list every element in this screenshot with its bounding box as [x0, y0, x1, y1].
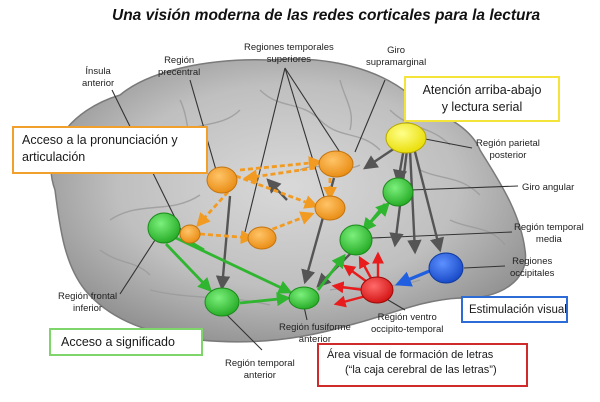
box-meaning-text: Acceso a significado: [61, 335, 175, 349]
nodes: [147, 122, 464, 317]
label-frontal-inf-line2: inferior: [73, 302, 103, 314]
label-temporal-ant-line2: anterior: [243, 369, 276, 381]
label-fusiform: Región fusiforme anterior: [279, 322, 351, 345]
visual-input-arrow: [395, 268, 433, 287]
label-precentral: Región precentral: [158, 55, 200, 78]
node-temporal-sup-2: [247, 226, 277, 250]
label-occipital: Regiones occipitales: [510, 256, 554, 279]
label-temporal-sup: Regiones temporales superiores: [244, 42, 334, 65]
node-supramarginal-orange: [318, 150, 354, 178]
node-fusiform: [288, 286, 320, 310]
node-precentral: [206, 166, 238, 194]
label-parietal-line1: Región parietal: [476, 138, 540, 149]
label-temporal-ant-line1: Región temporal: [225, 358, 295, 369]
box-attention-line2: y lectura serial: [441, 100, 523, 114]
phonology-arrows: [196, 156, 337, 245]
label-ventral-line2: occipito-temporal: [371, 323, 444, 335]
node-parietal: [385, 122, 427, 154]
box-attention: Atención arriba-abajo y lectura serial: [404, 76, 560, 122]
label-insula-line1: Ínsula: [85, 66, 111, 77]
label-precentral-line2: precentral: [158, 66, 201, 78]
box-meaning: Acceso a significado: [49, 328, 203, 356]
node-temporal-ant: [204, 287, 240, 317]
label-temporal-sup-line1: Regiones temporales: [244, 42, 334, 53]
label-temporal-ant: Región temporal anterior: [225, 358, 295, 381]
ventral-arrows: [331, 251, 384, 308]
node-occipital: [428, 252, 464, 284]
label-supramarginal-line1: Giro: [387, 45, 406, 56]
label-frontal-inf-line1: Región frontal: [58, 291, 118, 302]
box-visual-stimulation-text: Estimulación visual: [469, 304, 567, 316]
box-attention-line1: Atención arriba-abajo: [422, 83, 542, 97]
label-insula: Ínsula anterior: [82, 66, 114, 89]
node-angular: [382, 177, 414, 207]
label-supramarginal: Giro supramarginal: [366, 45, 426, 68]
label-parietal-line2: posterior: [489, 149, 527, 161]
node-temporal-mid: [339, 224, 373, 256]
label-angular: Giro angular: [522, 182, 574, 194]
node-frontal-inf: [147, 212, 181, 244]
box-pronunciation: Acceso a la pronunciación y articulación: [12, 126, 208, 174]
label-temporal-sup-line2: superiores: [266, 53, 312, 65]
label-precentral-line1: Región: [164, 55, 195, 66]
node-insula: [179, 224, 201, 244]
label-frontal-inf: Región frontal inferior: [58, 291, 117, 314]
label-pointers: [111, 67, 519, 351]
label-parietal: Región parietal posterior: [476, 138, 540, 161]
label-angular-line1: Giro angular: [522, 182, 575, 193]
label-occipital-line1: Regiones: [512, 256, 553, 267]
box-letter-area-line1: Área visual de formación de letras: [327, 349, 494, 361]
diagram-title: Una visión moderna de las redes cortical…: [112, 7, 541, 24]
label-temporal-mid: Región temporal media: [514, 222, 584, 245]
label-fusiform-line2: anterior: [298, 333, 332, 345]
box-pronunciation-line1: Acceso a la pronunciación y: [22, 133, 178, 147]
label-occipital-line2: occipitales: [510, 267, 555, 279]
node-temporal-sup: [314, 195, 346, 221]
label-insula-line2: anterior: [82, 77, 115, 89]
box-pronunciation-line2: articulación: [22, 150, 86, 164]
label-ventral: Región ventro occipito-temporal: [371, 312, 443, 335]
box-letter-area-line2: (“la caja cerebral de las letras”): [345, 364, 497, 376]
node-ventral: [360, 276, 394, 304]
label-temporal-mid-line1: Región temporal: [514, 222, 584, 233]
label-temporal-mid-line2: media: [535, 233, 562, 245]
label-supramarginal-line2: supramarginal: [366, 56, 427, 68]
box-letter-area: Área visual de formación de letras (“la …: [317, 343, 528, 387]
box-visual-stimulation: Estimulación visual: [461, 296, 568, 323]
semantic-arrows: [164, 201, 390, 307]
label-fusiform-line1: Región fusiforme: [279, 322, 351, 333]
label-ventral-line1: Región ventro: [377, 312, 437, 323]
